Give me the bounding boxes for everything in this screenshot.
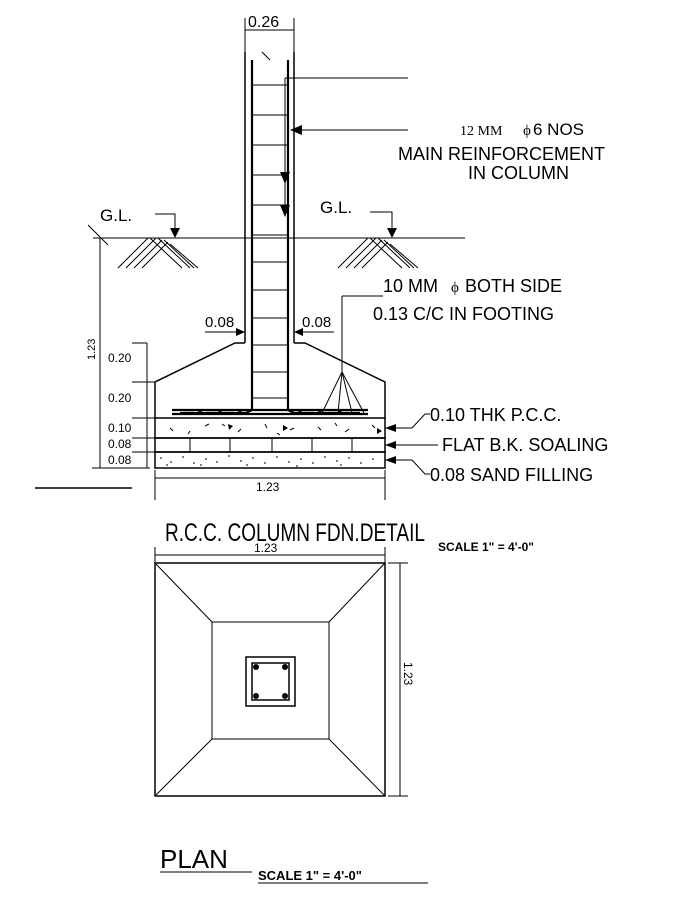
dim-010: 0.10 <box>108 421 132 435</box>
main-bar-count: 6 NOS <box>533 120 584 139</box>
layer-dimensions: 0.20 0.20 0.10 0.08 0.08 <box>108 342 155 468</box>
footing-bar-symbol: ϕ <box>451 280 459 296</box>
sand-callout: 0.08 SAND FILLING <box>430 465 593 485</box>
plan-height-dimension: 1.23 <box>388 562 415 797</box>
gl-marker-right: G.L. <box>320 198 397 238</box>
footing-bar-leader <box>321 295 383 414</box>
plan-footing <box>154 562 386 797</box>
base-width-label: 1.23 <box>256 480 280 494</box>
plan-height-label: 1.23 <box>401 662 415 686</box>
dim-008-b: 0.08 <box>108 453 132 467</box>
gl-marker-left: G.L. <box>100 206 180 238</box>
depth-total-label: 1.23 <box>86 339 98 360</box>
sand-layer <box>154 451 386 469</box>
gl-right-label: G.L. <box>320 198 352 217</box>
offset-left-label: 0.08 <box>205 314 234 331</box>
section-view: 0.26 <box>35 14 608 500</box>
dim-020-b: 0.20 <box>108 391 132 405</box>
layer-callouts: 0.10 THK P.C.C. FLAT B.K. SOALING 0.08 S… <box>385 405 608 485</box>
plan-view: 1.23 1.23 <box>154 541 415 797</box>
offset-right-label: 0.08 <box>302 314 331 331</box>
main-bar-symbol: ϕ <box>523 123 531 139</box>
plan-column <box>245 656 296 707</box>
main-reinforcement-line2: IN COLUMN <box>468 163 569 183</box>
soling-layer <box>154 437 386 453</box>
base-width-dimension: 1.23 <box>154 470 386 500</box>
column-stirrups <box>252 84 288 399</box>
plan-title: PLAN <box>160 844 228 874</box>
ground-level <box>87 224 465 269</box>
plan-scale: SCALE 1" = 4'-0" <box>258 868 362 883</box>
ground-hatch-right <box>337 237 419 269</box>
soling-callout: FLAT B.K. SOALING <box>442 435 608 455</box>
footing-spacing-label: 0.13 C/C IN FOOTING <box>373 304 554 324</box>
column-width-label: 0.26 <box>248 14 279 31</box>
column-outline <box>244 51 295 343</box>
footing-bar-prefix: 10 MM <box>383 276 438 296</box>
plan-width-dimension: 1.23 <box>154 541 386 563</box>
main-bar-size: 12 MM <box>460 124 503 139</box>
offset-right: 0.08 <box>294 314 334 336</box>
offset-left: 0.08 <box>205 314 245 336</box>
dim-008-a: 0.08 <box>108 437 132 451</box>
column-main-bars <box>180 60 360 415</box>
gl-left-label: G.L. <box>100 206 132 225</box>
main-reinforcement-line1: MAIN REINFORCEMENT <box>398 144 605 164</box>
depth-dimension: 1.23 <box>86 238 150 469</box>
footing-outline <box>154 342 386 418</box>
plan-width-label: 1.23 <box>254 541 278 555</box>
plan-title-block: PLAN SCALE 1" = 4'-0" <box>160 844 428 884</box>
column-width-dimension: 0.26 <box>244 14 295 52</box>
ground-hatch-left <box>117 237 199 269</box>
pcc-callout: 0.10 THK P.C.C. <box>430 405 561 425</box>
section-title: R.C.C. COLUMN FDN.DETAIL <box>165 519 425 547</box>
main-reinforcement-leaders <box>280 77 408 217</box>
dim-020-a: 0.20 <box>108 351 132 365</box>
footing-bar-suffix: BOTH SIDE <box>465 276 562 296</box>
pcc-layer <box>154 417 386 439</box>
section-scale: SCALE 1" = 4'-0" <box>438 540 534 554</box>
footing-bottom-bars <box>172 408 368 416</box>
section-title-block: R.C.C. COLUMN FDN.DETAIL SCALE 1" = 4'-0… <box>165 519 534 554</box>
